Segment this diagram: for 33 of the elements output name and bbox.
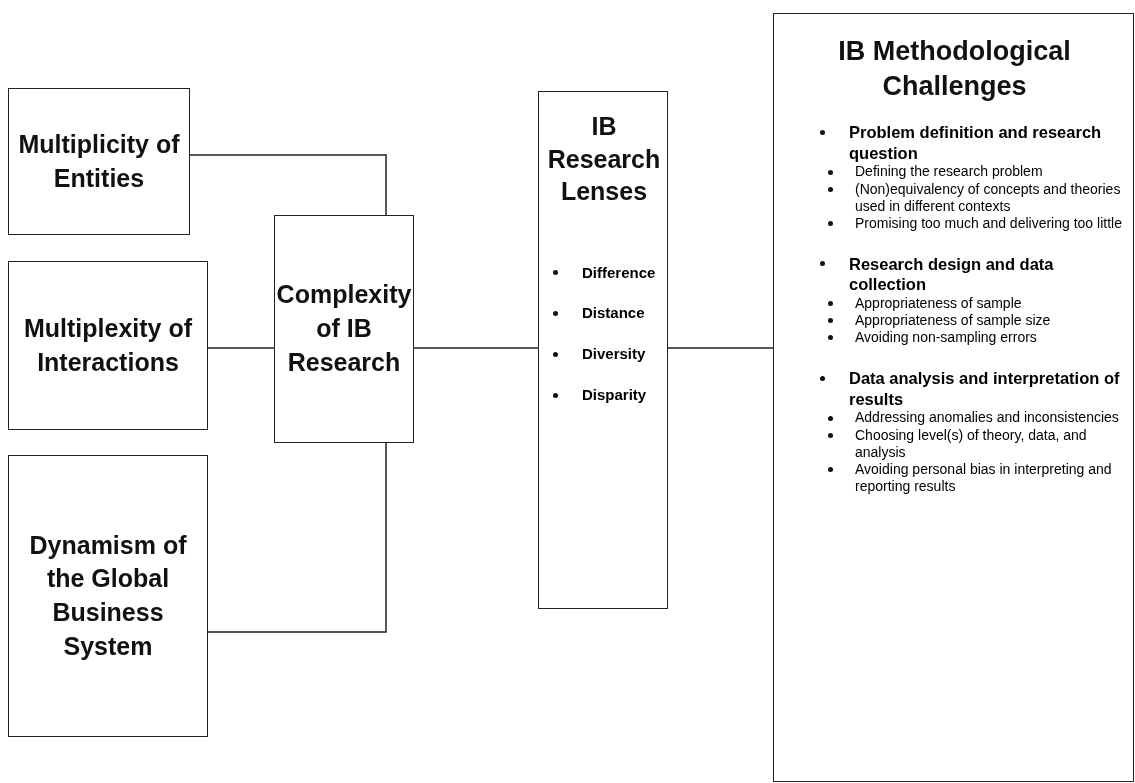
box-title: Complexity of IB Research (275, 279, 413, 378)
text-panel (773, 13, 1134, 782)
connector-line (189, 154, 387, 216)
connector-line (207, 347, 275, 349)
sub-bullet-text: Addressing anomalies and inconsistencies (855, 409, 1119, 427)
connector-line (667, 347, 774, 349)
panel-heading: IB Research Lenses (547, 111, 661, 207)
panel-heading: IB Methodological Challenges (837, 35, 1072, 104)
bullet-text: Diversity (582, 345, 646, 364)
concept-box (8, 455, 208, 737)
sub-bullet-text: (Non)equivalency of concepts and theories used in different contexts (855, 180, 1122, 215)
sub-bullet-text: Avoiding personal bias in interpreting and reporting results (855, 460, 1113, 495)
concept-box (8, 261, 208, 430)
bullet-text: Problem definition and research question (849, 122, 1103, 164)
text-panel (538, 91, 668, 609)
bullet-text: Disparity (582, 385, 647, 405)
box-title: Multiplicity of Entities (17, 128, 181, 194)
sub-bullet-text: Appropriateness of sample size (855, 312, 1051, 330)
sub-bullet-text: Appropriateness of sample (855, 295, 1022, 313)
bullet-text: Research design and data collection (849, 253, 1055, 295)
connector-line (207, 442, 387, 633)
concept-box (274, 215, 414, 443)
sub-bullet-text: Choosing level(s) of theory, data, and analysis (855, 426, 1088, 461)
sub-bullet-text: Promising too much and delivering too little (855, 214, 1122, 232)
concept-box (8, 88, 190, 235)
bullet-text: Data analysis and interpretation of results (849, 368, 1121, 410)
sub-bullet-text: Defining the research problem (855, 163, 1043, 181)
sub-bullet-text: Avoiding non-sampling errors (855, 329, 1037, 347)
connector-line (413, 347, 539, 349)
bullet-text: Distance (582, 304, 645, 323)
box-title: Dynamism of the Global Business System (28, 529, 188, 662)
bullet-text: Difference (582, 263, 656, 283)
box-title: Multiplexity of Interactions (22, 312, 194, 378)
